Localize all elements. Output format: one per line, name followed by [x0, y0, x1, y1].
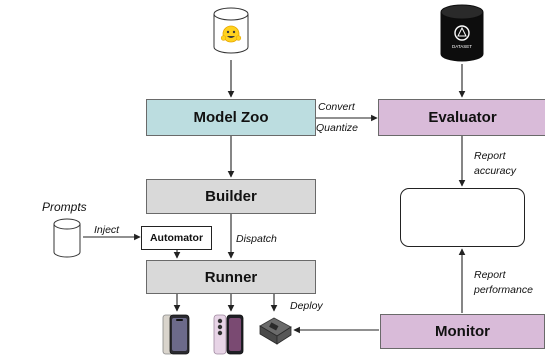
report-panel: [400, 188, 525, 247]
monitor-label: Monitor: [435, 323, 490, 340]
foldable-phone-icon: [213, 314, 244, 355]
monitor-box: Monitor: [380, 314, 545, 349]
prompts-label: Prompts: [42, 200, 87, 214]
convert-label: Convert: [318, 101, 355, 113]
builder-label: Builder: [205, 188, 257, 205]
inject-label: Inject: [94, 224, 120, 236]
runner-label: Runner: [204, 268, 258, 286]
report-performance-label-line2: performance: [474, 284, 533, 296]
deploy-label: Deploy: [290, 300, 323, 312]
huggingface-cylinder-icon: [213, 7, 249, 54]
prompts-cylinder-icon: [53, 218, 81, 258]
model-zoo-label: Model Zoo: [193, 109, 269, 126]
dataset-cylinder-icon: DATASET: [440, 4, 484, 62]
builder-box: Builder: [146, 179, 316, 214]
dispatch-label: Dispatch: [236, 233, 277, 245]
phone-icon: [162, 314, 190, 355]
quantize-label: Quantize: [316, 122, 359, 134]
evaluator-label: Evaluator: [428, 109, 497, 126]
report-performance-label-line1: Report: [474, 269, 506, 281]
model-zoo-box: Model Zoo: [146, 99, 316, 136]
evaluator-box: Evaluator: [378, 99, 545, 136]
dev-board-icon: [259, 317, 292, 345]
automator-label: Automator: [149, 232, 204, 244]
report-accuracy-label-line1: Report: [474, 150, 506, 162]
report-accuracy-label-line2: accuracy: [474, 165, 517, 177]
runner-box: Runner: [146, 260, 316, 294]
automator-box: Automator: [141, 226, 212, 250]
dataset-logo-text: DATASET: [452, 44, 472, 49]
